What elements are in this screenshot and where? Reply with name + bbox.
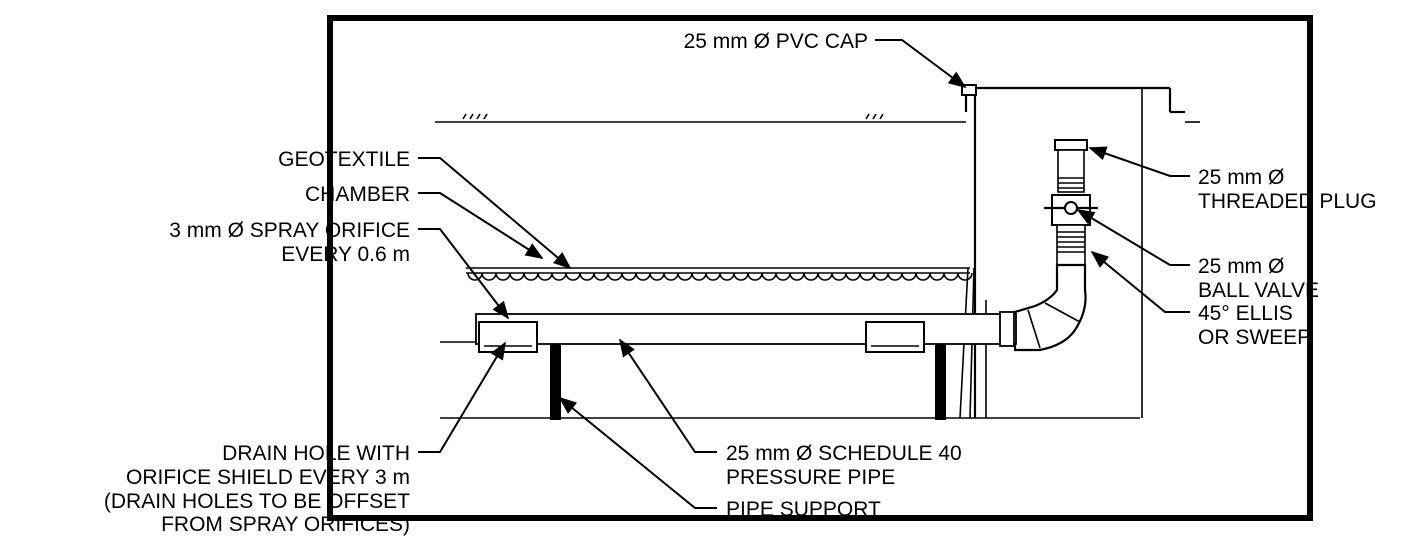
drawing-frame: [327, 15, 1313, 521]
grade-hatch-left: [462, 113, 488, 120]
label-pressure-pipe-1: 25 mm Ø SCHEDULE 40: [726, 442, 962, 465]
label-pressure-pipe-2: PRESSURE PIPE: [726, 466, 895, 489]
pipe-support-right: [935, 344, 946, 420]
leader-lines: [418, 39, 1190, 509]
threaded-plug: [1054, 139, 1088, 151]
label-spray-orifice-1: 3 mm Ø SPRAY ORIFICE: [169, 219, 410, 242]
label-ball-valve-1: 25 mm Ø: [1198, 255, 1284, 278]
grade-hatch-right: [865, 113, 884, 120]
pressure-pipe: [475, 311, 1017, 353]
orifice-shield-left: [478, 321, 538, 353]
pvc-cap: [961, 84, 977, 96]
label-drain-hole-4: FROM SPRAY ORIFICES): [161, 513, 410, 536]
label-geotextile: GEOTEXTILE: [278, 148, 410, 171]
pipe-support-left: [550, 344, 561, 420]
label-chamber: CHAMBER: [305, 183, 410, 206]
label-threaded-plug-1: 25 mm Ø: [1198, 166, 1284, 189]
label-ell-2: OR SWEEP: [1198, 326, 1311, 349]
thread-lines: [1058, 177, 1084, 189]
label-threaded-plug-2: THREADED PLUG: [1198, 190, 1377, 213]
label-ball-valve-2: BALL VALVE: [1198, 279, 1319, 302]
label-pipe-support: PIPE SUPPORT: [726, 498, 881, 521]
sweep-elbow: [1013, 263, 1087, 352]
pipe-supports: [550, 344, 946, 420]
callout-labels: 25 mm Ø PVC CAP GEOTEXTILE CHAMBER 3 mm …: [104, 30, 1377, 536]
lower-thread-lines: [1057, 231, 1085, 253]
label-pvc-cap: 25 mm Ø PVC CAP: [684, 30, 868, 53]
label-drain-hole-2: ORIFICE SHIELD EVERY 3 m: [126, 466, 410, 489]
label-drain-hole-3: (DRAIN HOLES TO BE OFFSET: [104, 490, 410, 513]
orifice-shield-right: [865, 321, 925, 353]
vertical-pipe-assembly: [1013, 139, 1098, 352]
label-drain-hole-1: DRAIN HOLE WITH: [222, 442, 410, 465]
label-ell-1: 45° ELLIS: [1198, 302, 1293, 325]
label-spray-orifice-2: EVERY 0.6 m: [281, 243, 410, 266]
riser: [961, 84, 1185, 418]
chamber: [466, 267, 975, 419]
